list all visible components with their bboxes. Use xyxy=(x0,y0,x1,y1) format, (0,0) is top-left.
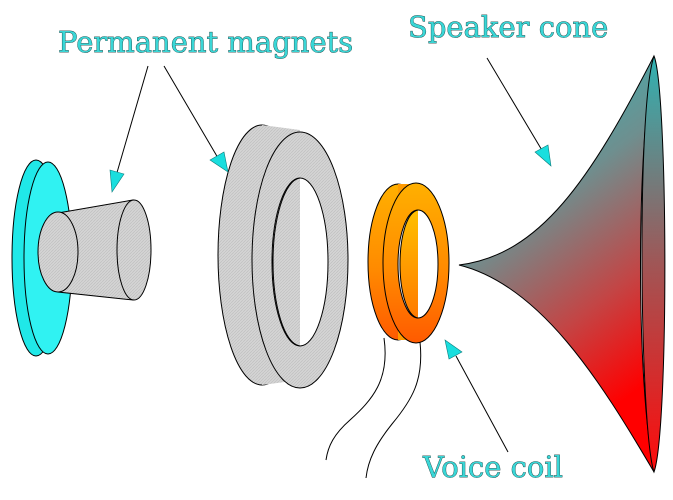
ring-magnet-hole-inner xyxy=(272,177,301,347)
pole-cylinder-face xyxy=(116,199,152,301)
speaker-cone xyxy=(458,54,666,474)
arrow-icon xyxy=(534,144,552,167)
arrow-icon xyxy=(209,151,229,173)
speaker-cone-body xyxy=(458,55,655,473)
arrow-icon xyxy=(444,339,463,360)
leader-permanent-magnets-1 xyxy=(109,65,149,193)
label-permanent-magnets: Permanent magnets xyxy=(58,25,353,59)
voice-coil-lead-1 xyxy=(325,337,386,461)
leader-voice-coil xyxy=(444,339,509,453)
pole-cylinder-back xyxy=(37,211,79,293)
speaker-cone-rim xyxy=(641,54,666,474)
arrow-icon xyxy=(109,169,125,193)
leader-permanent-magnets-2 xyxy=(163,65,229,173)
leader-speaker-cone xyxy=(486,57,552,167)
label-voice-coil: Voice coil xyxy=(422,450,563,484)
ring-magnet xyxy=(217,124,349,389)
voice-coil xyxy=(325,182,450,479)
voice-coil-lead-2 xyxy=(365,341,422,479)
voice-coil-hole-inner xyxy=(399,209,419,319)
pole-piece-magnet xyxy=(11,159,152,357)
label-speaker-cone: Speaker cone xyxy=(408,10,608,44)
